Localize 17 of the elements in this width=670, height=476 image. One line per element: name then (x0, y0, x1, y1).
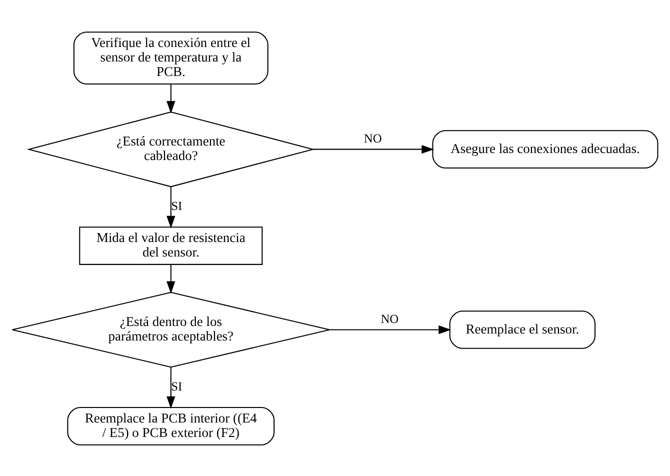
arrow (330, 324, 452, 334)
node-diamond: ¿Está correctamente cableado? (26, 110, 315, 187)
arrow (166, 186, 176, 228)
node-box: Asegure las conexiones adecuadas. (432, 130, 658, 168)
edge-label: NO (364, 131, 382, 146)
node-box: Verifique la conexión entre el sensor de temperatura y la PCB. (73, 31, 268, 84)
edge-label: NO (380, 312, 399, 326)
arrow (166, 366, 176, 408)
edge-label: SI (171, 379, 182, 394)
node-box: Reemplace la PCB interior ((E4 / E5) o PCB exterior (F2) (67, 406, 275, 445)
node-box: Mida el valor de resistencia del sensor. (79, 226, 263, 264)
arrow (166, 264, 176, 294)
edge-label: SI (171, 198, 182, 213)
arrow (166, 84, 176, 113)
arrow (313, 144, 434, 154)
node-diamond: ¿Está dentro de los parámetros aceptables? (12, 291, 330, 368)
node-box: Reemplace el sensor. (449, 310, 596, 348)
